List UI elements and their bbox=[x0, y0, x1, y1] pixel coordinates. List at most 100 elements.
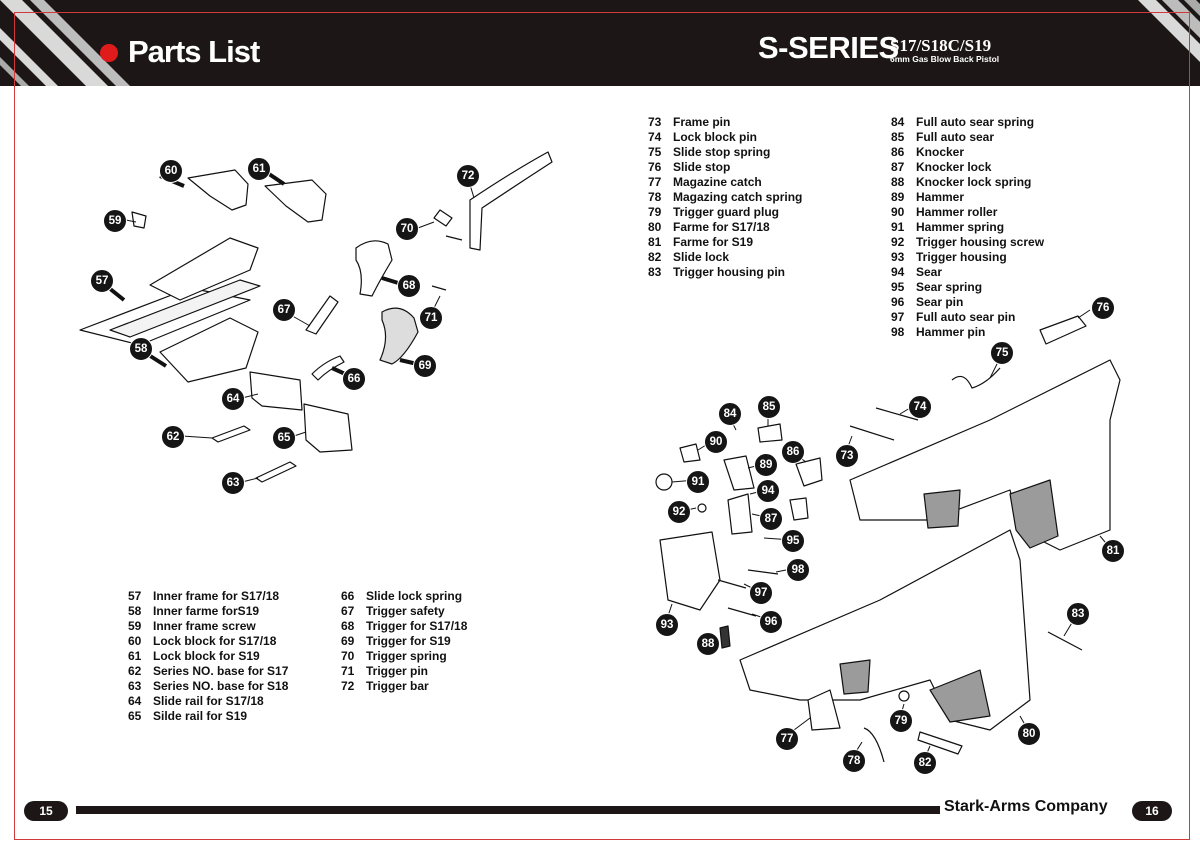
callout-badge: 57 bbox=[90, 269, 114, 293]
callout-badge: 67 bbox=[272, 298, 296, 322]
callout-badge: 87 bbox=[759, 507, 783, 531]
callout-badge: 78 bbox=[842, 749, 866, 773]
callout-badge: 90 bbox=[704, 430, 728, 454]
callout-badge: 65 bbox=[272, 426, 296, 450]
callout-badge: 77 bbox=[775, 727, 799, 751]
series-title: S-SERIES bbox=[758, 30, 899, 65]
callout-badge: 71 bbox=[419, 306, 443, 330]
callout-badge: 63 bbox=[221, 471, 245, 495]
company-name: Stark-Arms Company bbox=[944, 798, 1108, 815]
callout-badge: 82 bbox=[913, 751, 937, 775]
callout-badge: 72 bbox=[456, 164, 480, 188]
callout-badge: 94 bbox=[756, 479, 780, 503]
callout-badge: 68 bbox=[397, 274, 421, 298]
callout-badge: 95 bbox=[781, 529, 805, 553]
callout-badge: 74 bbox=[908, 395, 932, 419]
callout-badge: 69 bbox=[413, 354, 437, 378]
callout-badge: 60 bbox=[159, 159, 183, 183]
callout-badge: 73 bbox=[835, 444, 859, 468]
callout-badge: 62 bbox=[161, 425, 185, 449]
callout-badge: 88 bbox=[696, 632, 720, 656]
callout-badge: 83 bbox=[1066, 602, 1090, 626]
callout-badge: 75 bbox=[990, 341, 1014, 365]
callout-badge: 79 bbox=[889, 709, 913, 733]
callout-badge: 92 bbox=[667, 500, 691, 524]
callout-badge: 66 bbox=[342, 367, 366, 391]
header-stripes-right bbox=[1138, 0, 1200, 62]
callout-badge: 89 bbox=[754, 453, 778, 477]
callout-badge: 86 bbox=[781, 440, 805, 464]
page-header: Parts List S-SERIES S17/S18C/S19 6mm Gas… bbox=[0, 0, 1200, 86]
callout-badge: 58 bbox=[129, 337, 153, 361]
callout-badge: 61 bbox=[247, 157, 271, 181]
page-title: Parts List bbox=[128, 34, 260, 69]
footer-bar bbox=[76, 806, 940, 814]
callout-badge: 70 bbox=[395, 217, 419, 241]
page-number-right: 16 bbox=[1132, 801, 1172, 821]
callout-badge: 96 bbox=[759, 610, 783, 634]
callout-badge: 91 bbox=[686, 470, 710, 494]
title-bullet-icon bbox=[100, 44, 118, 62]
callout-badge: 80 bbox=[1017, 722, 1041, 746]
callout-badge: 76 bbox=[1091, 296, 1115, 320]
callout-badge: 85 bbox=[757, 395, 781, 419]
callout-badge: 97 bbox=[749, 581, 773, 605]
callout-badge: 98 bbox=[786, 558, 810, 582]
callout-badge: 93 bbox=[655, 613, 679, 637]
series-models: S17/S18C/S19 bbox=[890, 36, 992, 55]
callout-badge: 59 bbox=[103, 209, 127, 233]
callout-badge: 81 bbox=[1101, 539, 1125, 563]
callout-badge: 84 bbox=[718, 402, 742, 426]
page-number-left: 15 bbox=[24, 801, 68, 821]
callout-badge: 64 bbox=[221, 387, 245, 411]
series-subtitle: 6mm Gas Blow Back Pistol bbox=[890, 54, 1000, 64]
